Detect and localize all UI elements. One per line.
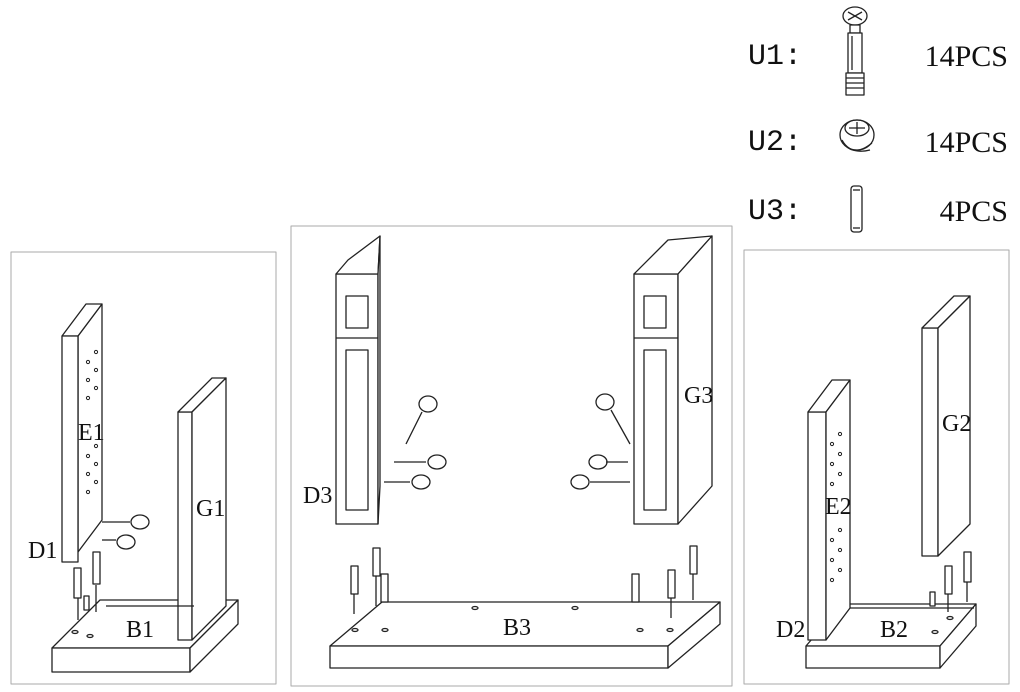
left-cam-locks [102, 514, 150, 550]
right-cam-bolts [929, 551, 972, 612]
part-label-e2: E2 [825, 494, 852, 520]
wood-dowel-icon [850, 185, 863, 233]
center-cam-locks [384, 393, 631, 490]
center-side-panel-g3 [633, 235, 713, 525]
cam-bolt-icon [842, 6, 868, 96]
e1-hole-column [85, 349, 99, 495]
legend-u2-code: U2: [748, 126, 803, 160]
center-side-panel-d3 [335, 235, 381, 525]
legend-u3-qty: 4PCS [939, 195, 1008, 228]
e2-hole-column [829, 431, 843, 583]
part-label-d1: D1 [28, 538, 58, 564]
legend-u2-qty: 14PCS [924, 126, 1008, 159]
cam-lock-icon [839, 119, 875, 152]
center-cam-bolts [350, 545, 698, 618]
part-label-e1: E1 [78, 420, 105, 446]
part-label-g1: G1 [196, 496, 226, 522]
left-side-panel-e1 [61, 303, 103, 563]
legend-u1-code: U1: [748, 40, 803, 74]
right-panel-frame [743, 249, 1010, 685]
part-label-g2: G2 [942, 411, 972, 437]
part-label-d3: D3 [303, 483, 333, 509]
part-label-b3: B3 [503, 615, 532, 641]
part-label-g3: G3 [684, 383, 714, 409]
left-cam-bolts [73, 551, 101, 620]
center-base-b3 [329, 601, 721, 669]
right-side-panel-g2 [921, 295, 971, 557]
left-side-panel-g1 [106, 377, 227, 641]
part-label-b1: B1 [126, 617, 155, 643]
left-panel-frame [10, 251, 277, 685]
legend-u1-qty: 14PCS [924, 40, 1008, 73]
part-label-d2: D2 [776, 617, 806, 643]
legend-u3-code: U3: [748, 195, 803, 229]
center-panel-frame [290, 225, 733, 687]
right-side-panel-e2 [807, 379, 974, 641]
part-label-b2: B2 [880, 617, 909, 643]
